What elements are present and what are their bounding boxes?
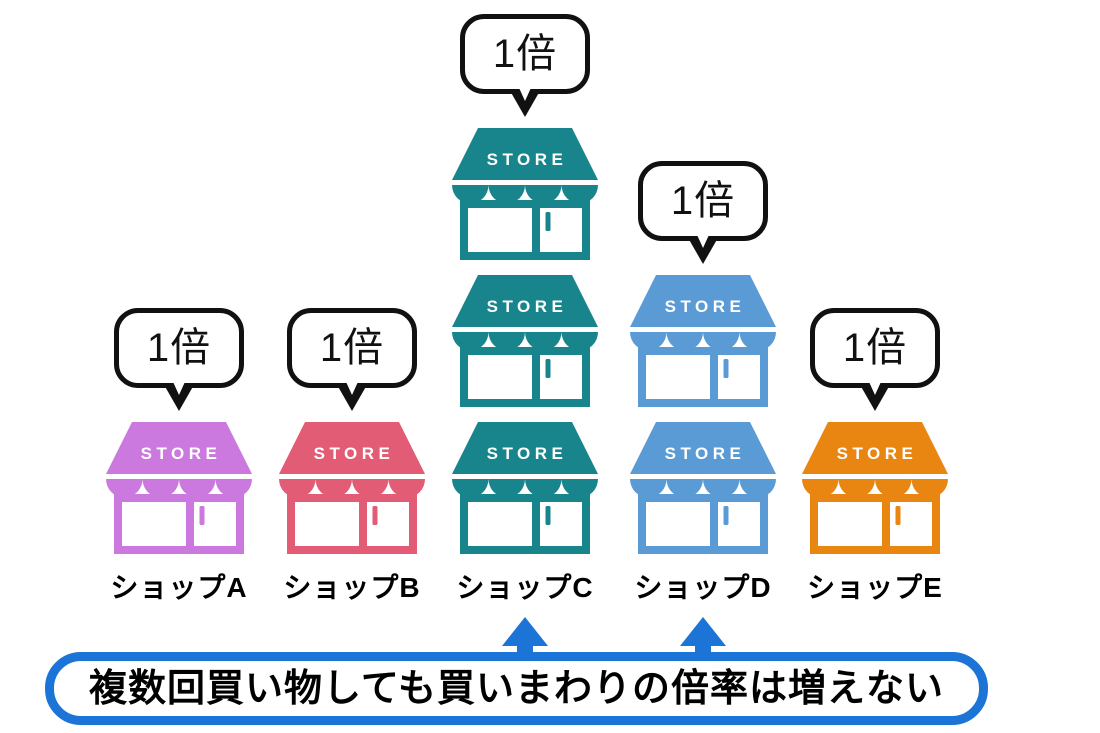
store-sign-text: STORE: [487, 297, 568, 316]
shop-label-D: ショップD: [634, 571, 772, 603]
store-sign-text: STORE: [487, 444, 568, 463]
shop-label-E: ショップE: [807, 571, 943, 603]
store-icon-shopA: STORE: [106, 421, 252, 554]
up-arrow-icon: [680, 617, 726, 657]
multiplier-bubble-E: 1倍: [810, 307, 940, 411]
store-sign-text: STORE: [141, 444, 222, 463]
shop-column-A: 1倍 STORE ショップA: [106, 307, 252, 604]
multiplier-value: 1倍: [492, 31, 558, 76]
store-icon-shopE: STORE: [802, 421, 948, 554]
multiplier-bubble-B: 1倍: [287, 307, 417, 411]
bubble-tail-fill: [865, 372, 885, 395]
store-sign-text: STORE: [665, 444, 746, 463]
shop-column-D: 1倍 STORE STORE ショップD: [630, 160, 776, 604]
summary-banner-text: 複数回買い物しても買いまわりの倍率は増えない: [89, 667, 944, 710]
store-icon-shopD: STORE: [630, 421, 776, 554]
shop-column-C: 1倍 STORE STORE STORE ショップC: [452, 13, 598, 604]
multiplier-value: 1倍: [842, 325, 908, 370]
shop-label-B: ショップB: [283, 571, 421, 603]
multiplier-value: 1倍: [670, 178, 736, 223]
shop-label-C: ショップC: [456, 571, 594, 603]
bubble-tail-fill: [169, 372, 189, 395]
bubble-tail-fill: [693, 225, 713, 248]
multiplier-bubble-C: 1倍: [460, 13, 590, 117]
store-sign-text: STORE: [837, 444, 918, 463]
shop-column-E: 1倍 STORE ショップE: [802, 307, 948, 604]
store-icon-shopC: STORE: [452, 127, 598, 260]
store-sign-text: STORE: [314, 444, 395, 463]
bubble-tail-fill: [342, 372, 362, 395]
up-arrow-icon: [502, 617, 548, 657]
shop-label-A: ショップA: [110, 571, 248, 603]
store-icon-shopB: STORE: [279, 421, 425, 554]
summary-banner: 複数回買い物しても買いまわりの倍率は増えない: [45, 652, 988, 725]
store-sign-text: STORE: [665, 297, 746, 316]
shop-column-B: 1倍 STORE ショップB: [279, 307, 425, 604]
multiplier-value: 1倍: [319, 325, 385, 370]
bubble-tail-fill: [515, 78, 535, 101]
store-icon-shopC: STORE: [452, 421, 598, 554]
multiplier-value: 1倍: [146, 325, 212, 370]
multiplier-bubble-D: 1倍: [638, 160, 768, 264]
store-icon-shopC: STORE: [452, 274, 598, 407]
store-icon-shopD: STORE: [630, 274, 776, 407]
store-sign-text: STORE: [487, 150, 568, 169]
multiplier-bubble-A: 1倍: [114, 307, 244, 411]
